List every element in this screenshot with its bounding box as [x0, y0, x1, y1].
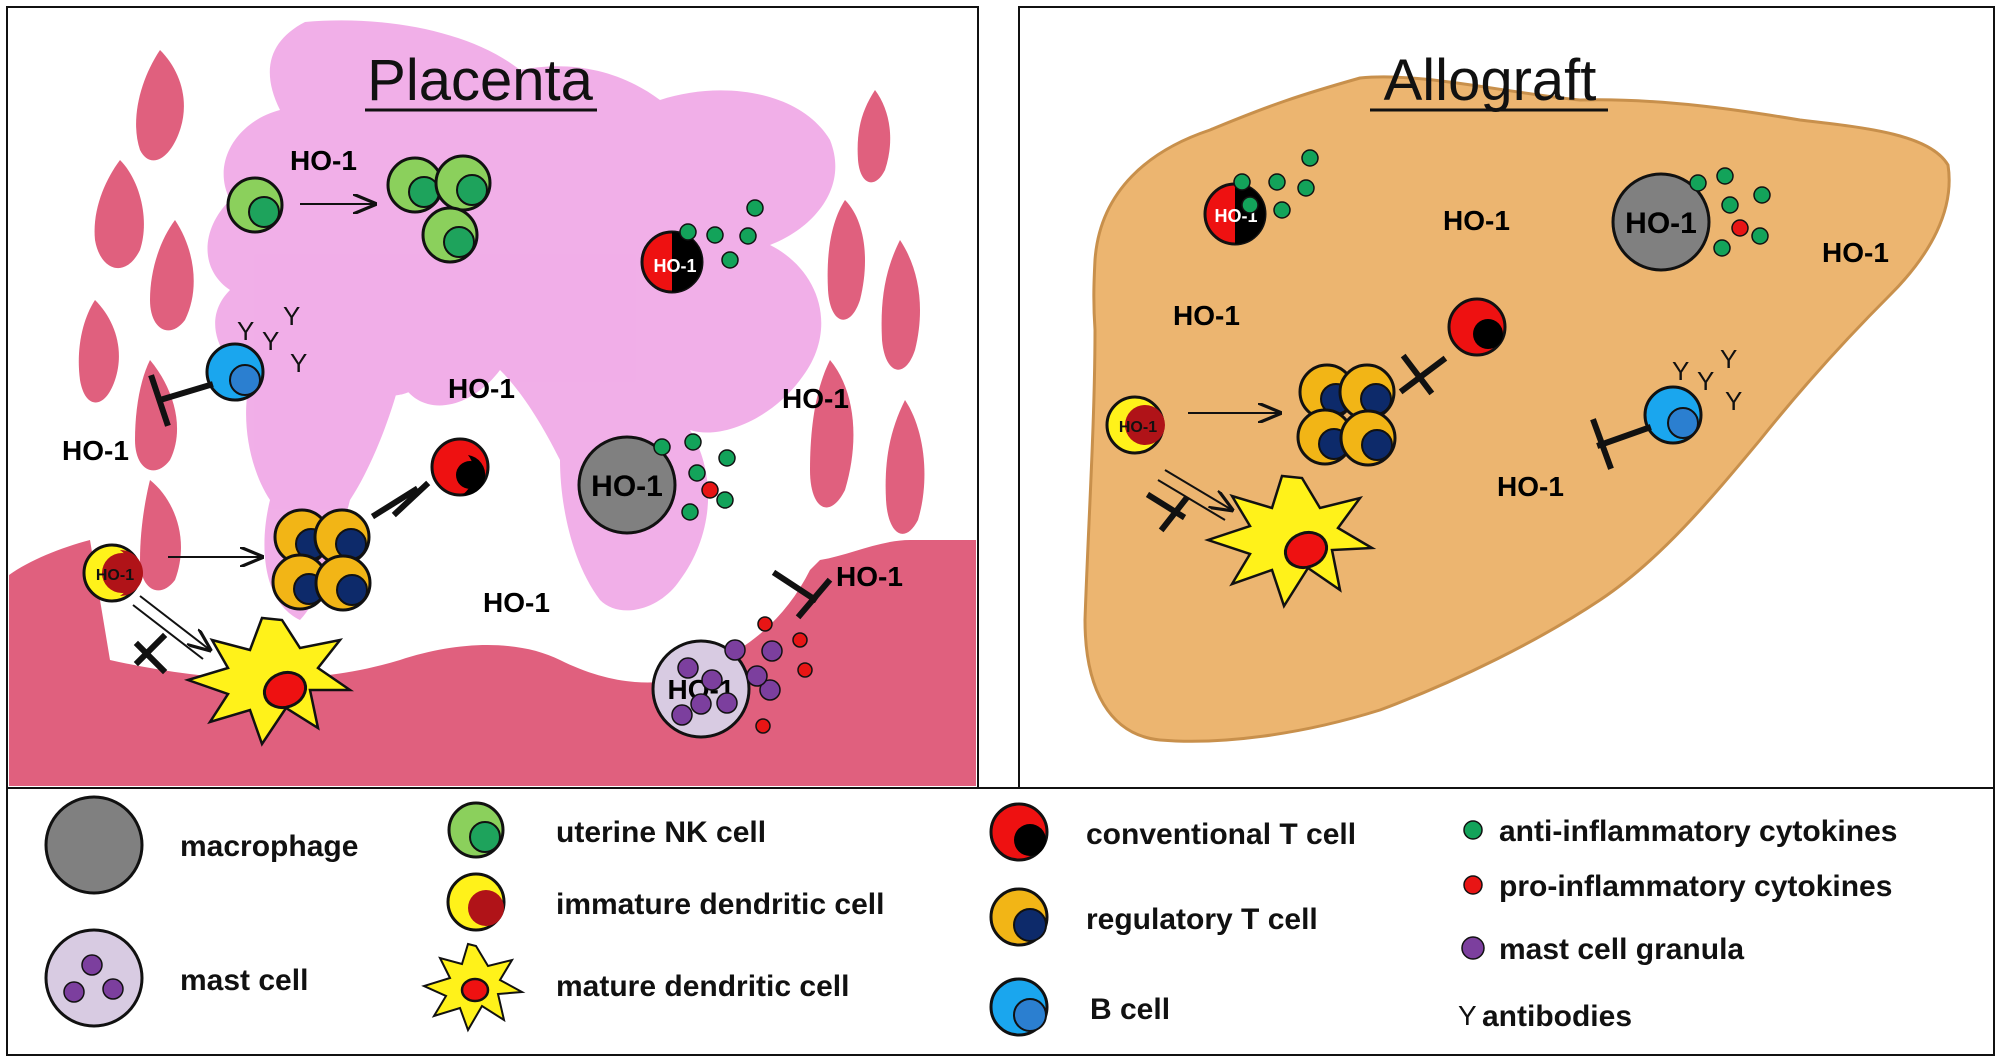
- legend-mast-granula: mast cell granula: [1461, 933, 1744, 966]
- macrophage-ho1: HO-1: [577, 435, 677, 535]
- svg-text:HO-1: HO-1: [653, 256, 696, 276]
- svg-text:anti-inflammatory cytokines: anti-inflammatory cytokines: [1499, 815, 1897, 848]
- arrow-dc-maturation: [132, 595, 210, 660]
- svg-text:Y: Y: [283, 301, 300, 331]
- b-cell: [1643, 385, 1703, 445]
- svg-text:mast cell granula: mast cell granula: [1499, 933, 1744, 966]
- legend-anti-inflammatory: anti-inflammatory cytokines: [1463, 815, 1897, 848]
- mast-cell-granula: [724, 639, 783, 701]
- conventional-t-cell-ho1: HO-1: [1203, 182, 1267, 246]
- svg-text:HO-1: HO-1: [591, 470, 663, 503]
- ho1-label: HO-1: [483, 587, 550, 618]
- anti-inflammatory-cytokines: [1233, 149, 1319, 219]
- mature-dendritic-cell: [1204, 474, 1377, 609]
- allograft-title: Allograft: [1384, 48, 1597, 113]
- pro-inflammatory-cytokines: [755, 616, 813, 734]
- ho1-label: HO-1: [1173, 300, 1240, 331]
- svg-text:Y: Y: [1697, 366, 1714, 396]
- svg-text:antibodies: antibodies: [1482, 1000, 1632, 1033]
- svg-text:mature dendritic cell: mature dendritic cell: [556, 970, 849, 1003]
- ho1-label: HO-1: [62, 435, 129, 466]
- inhibition-conv-t: [1398, 353, 1448, 396]
- legend-mature-dc: mature dendritic cell: [421, 942, 849, 1033]
- macrophage-ho1: HO-1: [1611, 172, 1711, 272]
- legend-regulatory-t: regulatory T cell: [989, 887, 1318, 947]
- b-cell: [205, 342, 265, 402]
- mature-dendritic-cell: [183, 616, 355, 747]
- svg-text:uterine NK cell: uterine NK cell: [556, 816, 766, 849]
- allograft-panel: Allograft HO-1 HO-1 HO-1 HO-1 HO-1: [1018, 6, 1995, 789]
- svg-text:Y: Y: [290, 348, 307, 378]
- svg-text:Y: Y: [1458, 1000, 1477, 1031]
- conventional-t-cell: [430, 437, 490, 497]
- conventional-t-cell: [1447, 297, 1507, 357]
- svg-text:Y: Y: [1672, 356, 1689, 386]
- ho1-label: HO-1: [836, 561, 903, 592]
- svg-text:HO-1: HO-1: [96, 567, 134, 584]
- svg-text:Y: Y: [1725, 386, 1742, 416]
- conventional-t-cell-ho1: HO-1: [640, 230, 704, 294]
- ho1-label: HO-1: [290, 145, 357, 176]
- ho1-label: HO-1: [1497, 471, 1564, 502]
- arrow-dc-maturation: [1157, 469, 1232, 521]
- antibodies: Y Y Y Y: [237, 301, 307, 378]
- ho1-label: HO-1: [448, 373, 515, 404]
- mast-cell-ho1: HO-1: [651, 639, 751, 739]
- svg-text:conventional T cell: conventional T cell: [1086, 818, 1356, 851]
- anti-inflammatory-cytokines: [1689, 167, 1771, 257]
- svg-text:Y: Y: [262, 326, 279, 356]
- svg-text:macrophage: macrophage: [180, 830, 358, 863]
- svg-text:HO-1: HO-1: [1625, 207, 1697, 240]
- uterine-nk-cell: [226, 176, 284, 234]
- legend-mast-cell: mast cell: [44, 928, 308, 1028]
- antibodies: Y Y Y Y: [1672, 344, 1742, 416]
- svg-text:pro-inflammatory cytokines: pro-inflammatory cytokines: [1499, 870, 1892, 903]
- legend-macrophage: macrophage: [44, 795, 358, 895]
- legend-conventional-t: conventional T cell: [989, 802, 1356, 862]
- ho1-label: HO-1: [1443, 205, 1510, 236]
- inhibition-conv-t: [370, 480, 431, 520]
- immature-dendritic-cell-ho1: HO-1: [82, 543, 143, 603]
- nk-cell-cluster: [386, 154, 492, 264]
- anti-inflammatory-cytokines: [653, 433, 736, 521]
- ho1-label: HO-1: [782, 383, 849, 414]
- svg-text:mast cell: mast cell: [180, 964, 308, 997]
- placenta-villi: [207, 20, 836, 621]
- svg-text:HO-1: HO-1: [1119, 419, 1157, 436]
- svg-text:immature dendritic cell: immature dendritic cell: [556, 888, 884, 921]
- svg-text:Y: Y: [1720, 344, 1737, 374]
- inhibition-b-cell: [1590, 418, 1652, 470]
- svg-text:B cell: B cell: [1090, 993, 1170, 1026]
- legend-antibodies: Y antibodies: [1458, 1000, 1632, 1033]
- regulatory-t-cell-cluster: [1296, 363, 1397, 467]
- legend-b-cell: B cell: [989, 977, 1170, 1037]
- pro-inflammatory-cytokine: [1731, 219, 1749, 237]
- pro-inflammatory-cytokine: [701, 481, 719, 499]
- anti-inflammatory-cytokines: [679, 199, 764, 269]
- placenta-title: Placenta: [367, 48, 593, 113]
- inhibition-dc-maturation: [1145, 491, 1190, 533]
- inhibition-mast-cell: [771, 569, 833, 620]
- svg-text:regulatory T cell: regulatory T cell: [1086, 903, 1318, 936]
- legend-uterine-nk: uterine NK cell: [447, 801, 766, 859]
- svg-text:Y: Y: [237, 316, 254, 346]
- placenta-panel: Placenta HO-1 HO-1 Y: [6, 6, 979, 789]
- inhibition-b-cell: [148, 374, 214, 427]
- legend-immature-dc: immature dendritic cell: [446, 872, 884, 932]
- immature-dendritic-cell-ho1: HO-1: [1105, 395, 1165, 455]
- inhibition-dc-maturation: [133, 632, 168, 675]
- regulatory-t-cell-cluster: [271, 508, 372, 612]
- legend-panel: macrophage mast cell uterine NK cell imm…: [6, 787, 1995, 1056]
- ho1-label: HO-1: [1822, 237, 1889, 268]
- legend-pro-inflammatory: pro-inflammatory cytokines: [1463, 870, 1892, 903]
